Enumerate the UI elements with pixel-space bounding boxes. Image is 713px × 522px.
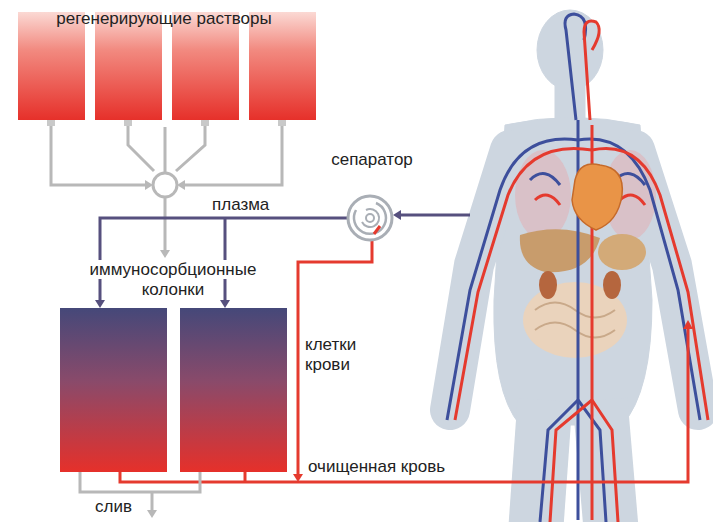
flow-label: слив — [95, 497, 147, 517]
solution-bags — [18, 12, 316, 126]
column-group: иммуносорбционные колонки — [55, 258, 291, 474]
edge-label: плазма — [212, 195, 269, 215]
node-heading: сепаратор — [331, 150, 413, 169]
flow-label: очищенная кровь — [308, 457, 528, 477]
connector-line — [164, 127, 167, 251]
solutions-group: регенерирующие растворы — [10, 5, 318, 127]
node-heading: иммуносорбционные колонки — [90, 260, 257, 299]
arrow-head — [95, 300, 105, 308]
mixer-symbol — [153, 173, 177, 197]
flow-connector — [160, 127, 170, 258]
flow-label: клетки крови — [305, 335, 385, 375]
arrow-head — [220, 300, 230, 308]
node-heading: регенерирующие растворы — [56, 9, 271, 28]
column-symbols — [55, 308, 291, 472]
human-figure — [447, 10, 708, 522]
separator: сепаратор — [322, 150, 422, 242]
blood-inlet-line — [393, 210, 470, 220]
drain-line — [80, 472, 200, 518]
arrow-head — [160, 250, 170, 258]
